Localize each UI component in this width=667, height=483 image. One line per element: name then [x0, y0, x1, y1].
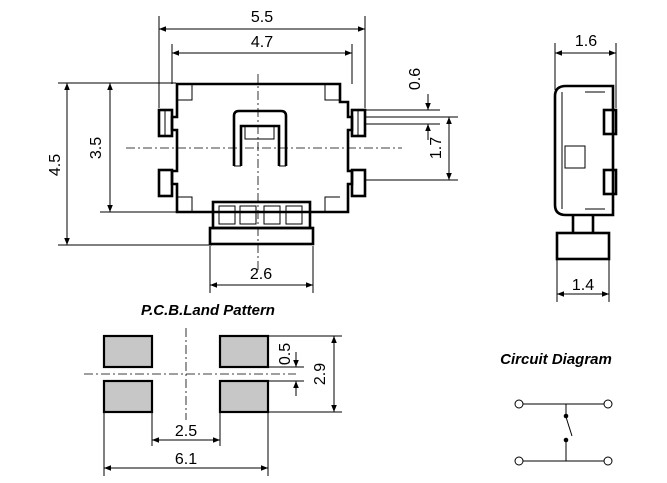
dimension-height-overall: 4.5 [47, 82, 212, 246]
dimension-land-height: 2.9 [269, 335, 342, 413]
side-terminals [157, 108, 367, 198]
dimension-thickness: 1.6 [554, 33, 617, 108]
terminal-bottom-right [603, 456, 613, 466]
circuit-schematic [514, 399, 613, 466]
dim-label-1-7: 1.7 [428, 137, 445, 159]
dim-label-3-5: 3.5 [88, 137, 105, 159]
pad-top-right [218, 334, 270, 369]
dimension-terminal-span: 1.7 [366, 116, 458, 181]
dim-label-4-7: 4.7 [251, 34, 273, 51]
dim-label-5-5: 5.5 [251, 9, 273, 26]
circuit-diagram: Circuit Diagram [500, 351, 613, 466]
dim-label-2-6: 2.6 [250, 266, 272, 283]
dimension-width-body: 4.7 [171, 34, 353, 84]
pad-top-left [102, 334, 154, 369]
dimension-terminal-pitch: 0.6 [366, 68, 440, 140]
dimension-gap: 0.5 [269, 343, 304, 396]
terminal-bottom-left [514, 456, 524, 466]
terminal-top-left [514, 399, 524, 409]
dimension-actuator-width: 2.6 [209, 246, 314, 293]
actuator-knob [208, 200, 315, 246]
dimension-land-inner: 2.5 [151, 413, 221, 446]
switch-body-outline [170, 82, 354, 214]
dim-label-2-5: 2.5 [175, 423, 197, 440]
dim-label-1-4: 1.4 [572, 277, 594, 294]
pad-bottom-right [218, 379, 270, 414]
dim-label-0-5: 0.5 [277, 343, 294, 365]
circuit-diagram-title: Circuit Diagram [500, 351, 612, 368]
actuator [232, 109, 288, 167]
dim-label-6-1: 6.1 [175, 451, 197, 468]
side-view: 1.6 1.4 [553, 33, 618, 302]
dim-label-2-9: 2.9 [312, 363, 329, 385]
pad-bottom-left [102, 379, 154, 414]
dim-label-0-6: 0.6 [407, 68, 424, 90]
land-pattern: P.C.B.Land Pattern 0.5 2.9 2.5 [84, 302, 342, 476]
dim-label-1-6: 1.6 [575, 33, 597, 50]
switch-contact [565, 416, 573, 437]
dimension-height-body: 3.5 [88, 82, 176, 213]
side-body-outline [553, 84, 618, 261]
terminal-top-right [603, 399, 613, 409]
dimension-land-outer: 6.1 [103, 413, 269, 476]
land-pattern-title: P.C.B.Land Pattern [141, 302, 275, 319]
dimension-width-overall: 5.5 [158, 9, 366, 108]
top-view: 5.5 4.7 4.5 3.5 0.6 [47, 9, 458, 293]
dimension-base: 1.4 [556, 260, 610, 302]
dim-label-4-5: 4.5 [47, 154, 64, 176]
